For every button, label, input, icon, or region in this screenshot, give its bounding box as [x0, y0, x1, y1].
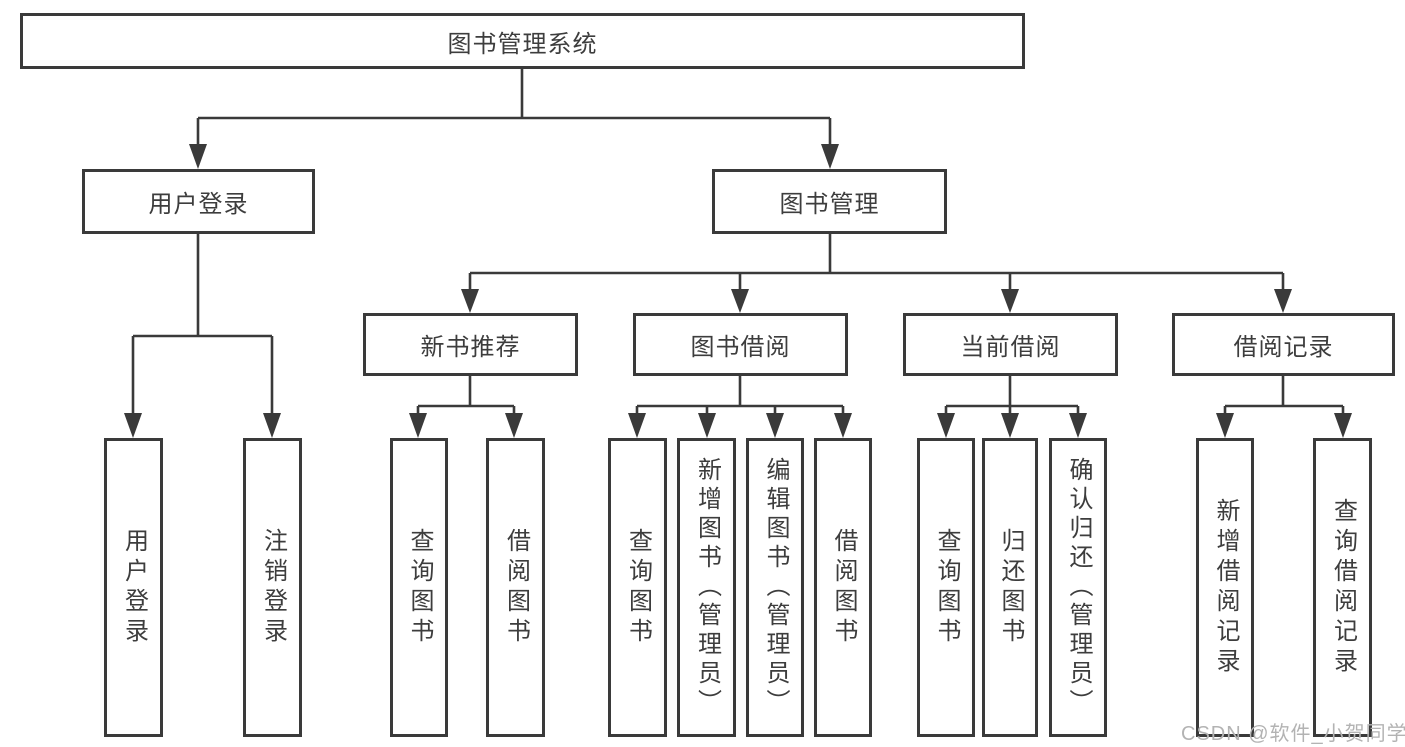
- leaf-user-login-label: 用户登录: [120, 527, 148, 648]
- leaf-user-login: 用户登录: [104, 438, 163, 737]
- leaf-add-borrow-record-label: 新增借阅记录: [1212, 497, 1239, 678]
- node-book-borrow-label: 图书借阅: [690, 334, 791, 361]
- leaf-borrow-book-recommend: 借阅图书: [486, 438, 545, 737]
- leaf-query-borrow-record-label: 查询借阅记录: [1329, 497, 1357, 678]
- node-borrow-record: 借阅记录: [1172, 313, 1395, 376]
- leaf-query-borrow-record: 查询借阅记录: [1313, 438, 1372, 737]
- leaf-query-book-current-label: 查询图书: [933, 527, 960, 648]
- node-book-management: 图书管理: [712, 169, 947, 234]
- leaf-logout-label: 注销登录: [259, 527, 287, 648]
- node-book-management-label: 图书管理: [779, 191, 880, 218]
- node-current-borrow: 当前借阅: [903, 313, 1118, 376]
- leaf-borrow-book: 借阅图书: [814, 438, 872, 737]
- node-borrow-record-label: 借阅记录: [1233, 334, 1334, 361]
- leaf-query-book-recommend: 查询图书: [390, 438, 448, 737]
- leaf-query-book-current: 查询图书: [917, 438, 975, 737]
- leaf-return-book: 归还图书: [982, 438, 1038, 737]
- leaf-query-book-borrow: 查询图书: [608, 438, 667, 737]
- leaf-add-book-admin-label: 新增图书（管理员）: [693, 457, 721, 718]
- node-root-label: 图书管理系统: [447, 30, 598, 58]
- leaf-add-book-admin: 新增图书（管理员）: [677, 438, 736, 737]
- node-root: 图书管理系统: [20, 13, 1025, 69]
- leaf-edit-book-admin-label: 编辑图书（管理员）: [762, 457, 789, 718]
- leaf-confirm-return-admin: 确认归还（管理员）: [1049, 438, 1107, 737]
- node-current-borrow-label: 当前借阅: [960, 334, 1061, 361]
- leaf-logout: 注销登录: [243, 438, 302, 737]
- node-new-book-recommend: 新书推荐: [363, 313, 578, 376]
- leaf-confirm-return-admin-label: 确认归还（管理员）: [1065, 457, 1092, 718]
- node-book-borrow: 图书借阅: [633, 313, 848, 376]
- leaf-borrow-book-recommend-label: 借阅图书: [502, 527, 530, 648]
- leaf-edit-book-admin: 编辑图书（管理员）: [746, 438, 804, 737]
- leaf-query-book-borrow-label: 查询图书: [624, 527, 652, 648]
- leaf-add-borrow-record: 新增借阅记录: [1196, 438, 1254, 737]
- node-user-login-label: 用户登录: [148, 191, 249, 218]
- leaf-return-book-label: 归还图书: [997, 527, 1024, 648]
- leaf-borrow-book-label: 借阅图书: [830, 527, 857, 648]
- csdn-watermark: CSDN @软件_小贺同学: [1181, 723, 1405, 745]
- leaf-query-book-recommend-label: 查询图书: [406, 527, 433, 648]
- node-new-book-recommend-label: 新书推荐: [420, 334, 521, 361]
- node-user-login: 用户登录: [82, 169, 315, 234]
